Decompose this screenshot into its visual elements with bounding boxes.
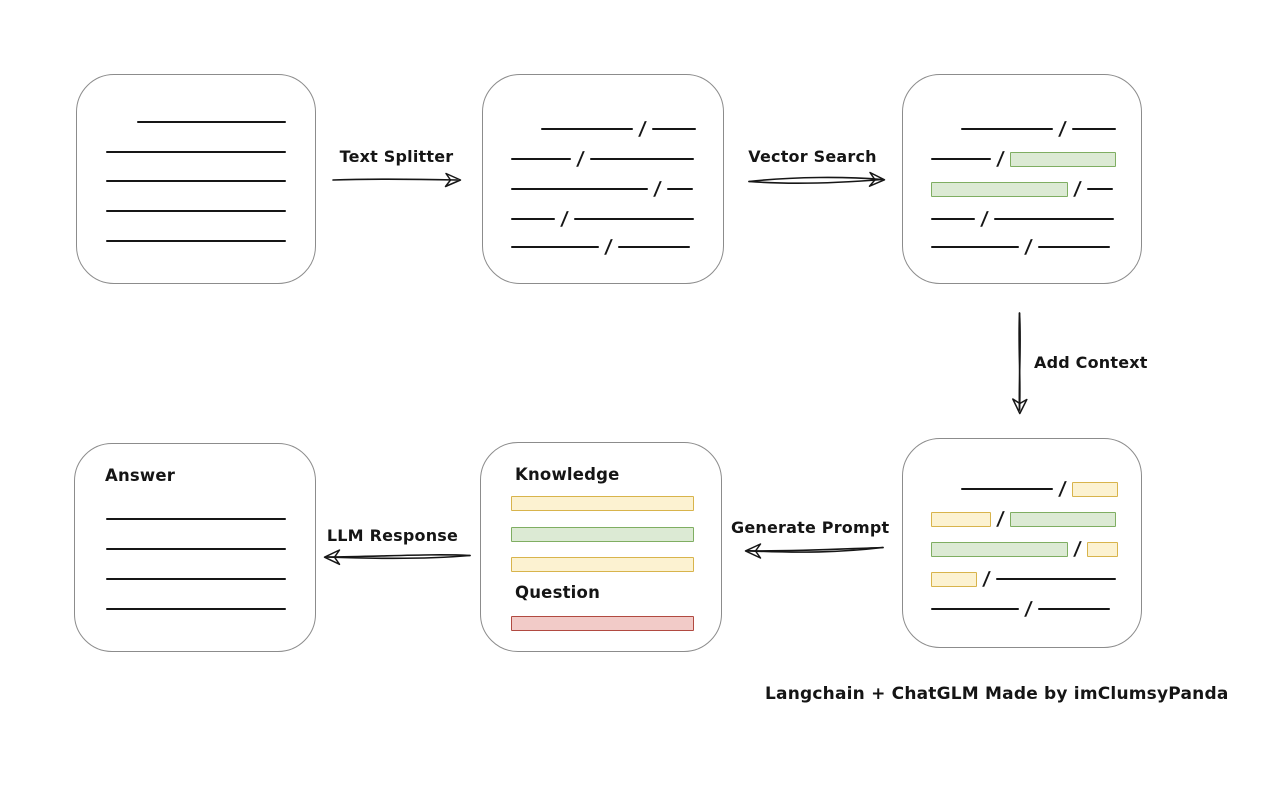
text-line <box>106 151 286 154</box>
green-highlight-bar <box>931 541 1068 557</box>
vector-search-results-box: / / / / / <box>902 74 1142 284</box>
chunk-row: / <box>931 508 1116 530</box>
chunk-row: / <box>931 598 1110 620</box>
vector-search-arrow <box>748 171 886 187</box>
vector-search-label: Vector Search <box>748 147 877 166</box>
text-line <box>1071 127 1116 131</box>
text-line <box>106 240 286 243</box>
slash-separator: / <box>995 148 1006 170</box>
slash-separator: / <box>995 508 1006 530</box>
answer-label: Answer <box>105 466 176 485</box>
answer-box: Answer <box>74 443 316 652</box>
yellow-highlight-bar <box>1086 541 1118 557</box>
text-line <box>1037 245 1110 249</box>
yellow-highlight-bar <box>1071 481 1118 497</box>
slash-separator: / <box>652 178 663 200</box>
green-highlight-bar <box>1009 151 1116 167</box>
text-line <box>931 217 975 221</box>
text-line <box>106 578 286 581</box>
text-splitter-arrow <box>332 172 462 188</box>
chunk-row: / <box>931 178 1113 200</box>
text-line <box>541 127 633 131</box>
text-line <box>961 127 1053 131</box>
text-line <box>995 577 1116 581</box>
text-line <box>961 487 1053 491</box>
generate-prompt-label: Generate Prompt <box>731 518 890 537</box>
chunk-row: / <box>511 148 694 170</box>
chunk-row: / <box>511 208 694 230</box>
text-line <box>511 157 571 161</box>
slash-separator: / <box>603 236 614 258</box>
chunk-row: / <box>931 568 1116 590</box>
text-line <box>931 245 1019 249</box>
text-splitter-label: Text Splitter <box>339 147 454 166</box>
slash-separator: / <box>575 148 586 170</box>
chunk-row: / <box>511 118 696 140</box>
text-line <box>511 217 555 221</box>
text-line <box>511 187 648 191</box>
text-line <box>137 121 286 124</box>
prompt-box: Knowledge Question <box>480 442 722 652</box>
chunk-row: / <box>931 148 1116 170</box>
chunk-row: / <box>511 236 690 258</box>
slash-separator: / <box>637 118 648 140</box>
text-line <box>666 187 693 191</box>
green-highlight-bar <box>931 181 1068 197</box>
chunk-row: / <box>931 236 1110 258</box>
text-line <box>1037 607 1110 611</box>
text-line <box>106 518 286 521</box>
context-box: / / / / / <box>902 438 1142 648</box>
text-line <box>589 157 694 161</box>
yellow-highlight-bar <box>511 557 694 572</box>
text-line <box>106 608 286 611</box>
yellow-highlight-bar <box>511 496 694 511</box>
credit-text: Langchain + ChatGLM Made by imClumsyPand… <box>765 684 1229 704</box>
text-line <box>931 607 1019 611</box>
chunk-row: / <box>931 538 1118 560</box>
slash-separator: / <box>1023 236 1034 258</box>
slash-separator: / <box>1023 598 1034 620</box>
split-chunks-box: / / / / / <box>482 74 724 284</box>
generate-prompt-arrow <box>744 543 884 559</box>
green-highlight-bar <box>511 527 694 542</box>
green-highlight-bar <box>1009 511 1116 527</box>
yellow-highlight-bar <box>931 571 977 587</box>
slash-separator: / <box>559 208 570 230</box>
text-line <box>573 217 694 221</box>
text-line <box>617 245 690 249</box>
chunk-row: / <box>931 118 1116 140</box>
text-line <box>993 217 1114 221</box>
red-highlight-bar <box>511 616 694 631</box>
text-line <box>1086 187 1113 191</box>
knowledge-label: Knowledge <box>515 465 620 484</box>
chunk-row: / <box>931 208 1114 230</box>
document-box <box>76 74 316 284</box>
text-line <box>106 548 286 551</box>
text-line <box>931 157 991 161</box>
text-line <box>511 245 599 249</box>
llm-response-label: LLM Response <box>326 526 459 545</box>
text-line <box>106 180 286 183</box>
slash-separator: / <box>1057 118 1068 140</box>
text-line <box>106 210 286 213</box>
question-label: Question <box>515 583 601 602</box>
text-line <box>651 127 696 131</box>
chunk-row: / <box>511 178 693 200</box>
yellow-highlight-bar <box>931 511 991 527</box>
slash-separator: / <box>979 208 990 230</box>
slash-separator: / <box>1072 178 1083 200</box>
add-context-arrow <box>1012 312 1028 415</box>
chunk-row: / <box>931 478 1118 500</box>
slash-separator: / <box>981 568 992 590</box>
add-context-label: Add Context <box>1034 353 1148 372</box>
slash-separator: / <box>1072 538 1083 560</box>
slash-separator: / <box>1057 478 1068 500</box>
llm-response-arrow <box>323 549 471 566</box>
